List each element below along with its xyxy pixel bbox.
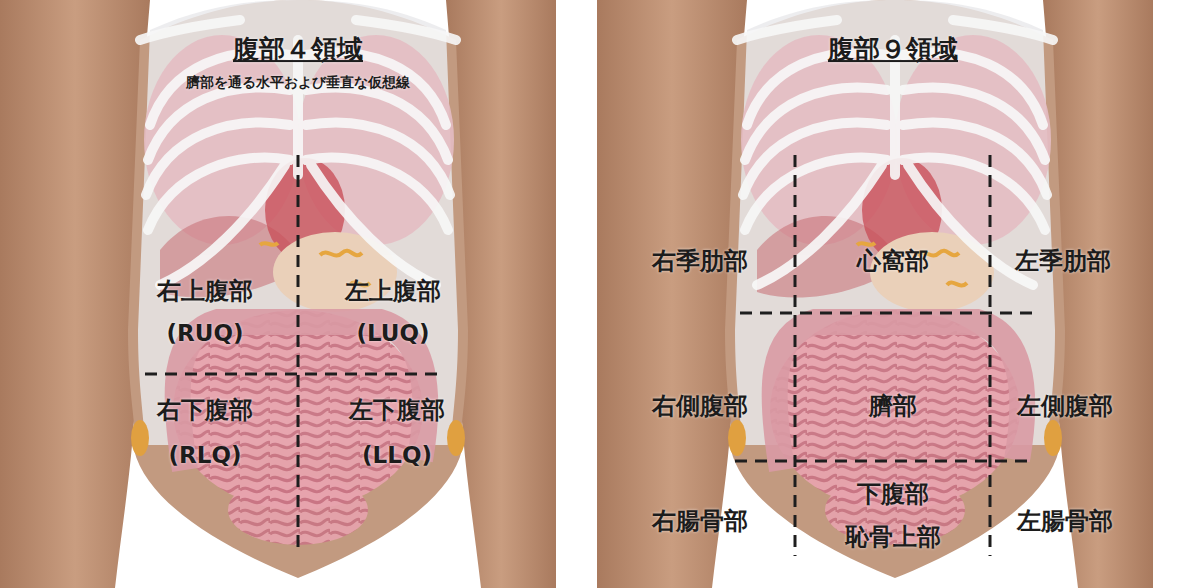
region-name: 左季肋部 (1015, 248, 1111, 276)
region-name: 左上腹部 (345, 278, 441, 306)
region-code: (RLQ) (169, 442, 242, 468)
subtitle: 臍部を通る水平および垂直な仮想線 (186, 74, 410, 90)
region-name: 右季肋部 (652, 248, 748, 276)
dashed-lines (145, 155, 1040, 556)
region-name: 恥骨上部 (845, 524, 941, 552)
region-name: 右下腹部 (157, 397, 253, 425)
region-name: 右腸骨部 (652, 508, 748, 536)
region-name: 心窩部 (857, 248, 929, 276)
region-code: (RUQ) (167, 320, 244, 346)
heading: 腹部４領域 (233, 35, 363, 65)
region-name: 右上腹部 (157, 278, 253, 306)
region-name: 左側腹部 (1017, 393, 1113, 421)
region-code: (LUQ) (356, 320, 429, 346)
region-name: 下腹部 (857, 481, 929, 509)
heading: 腹部９領域 (828, 35, 958, 65)
region-name: 右側腹部 (652, 393, 748, 421)
region-name: 臍部 (869, 393, 917, 421)
region-name: 左下腹部 (349, 397, 445, 425)
region-code: (LLQ) (362, 442, 432, 468)
region-name: 左腸骨部 (1017, 508, 1113, 536)
